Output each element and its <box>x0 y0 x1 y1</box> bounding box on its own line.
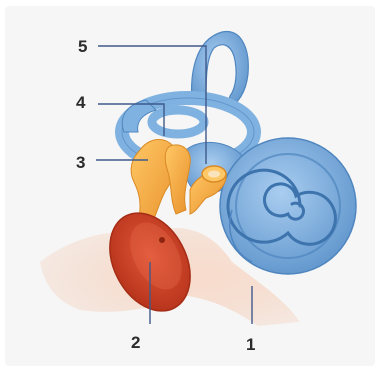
label-1: 1 <box>246 335 255 354</box>
label-4: 4 <box>76 93 86 112</box>
label-5: 5 <box>78 37 87 56</box>
cochlea <box>220 138 356 274</box>
label-3: 3 <box>76 153 85 172</box>
label-2: 2 <box>131 333 140 352</box>
